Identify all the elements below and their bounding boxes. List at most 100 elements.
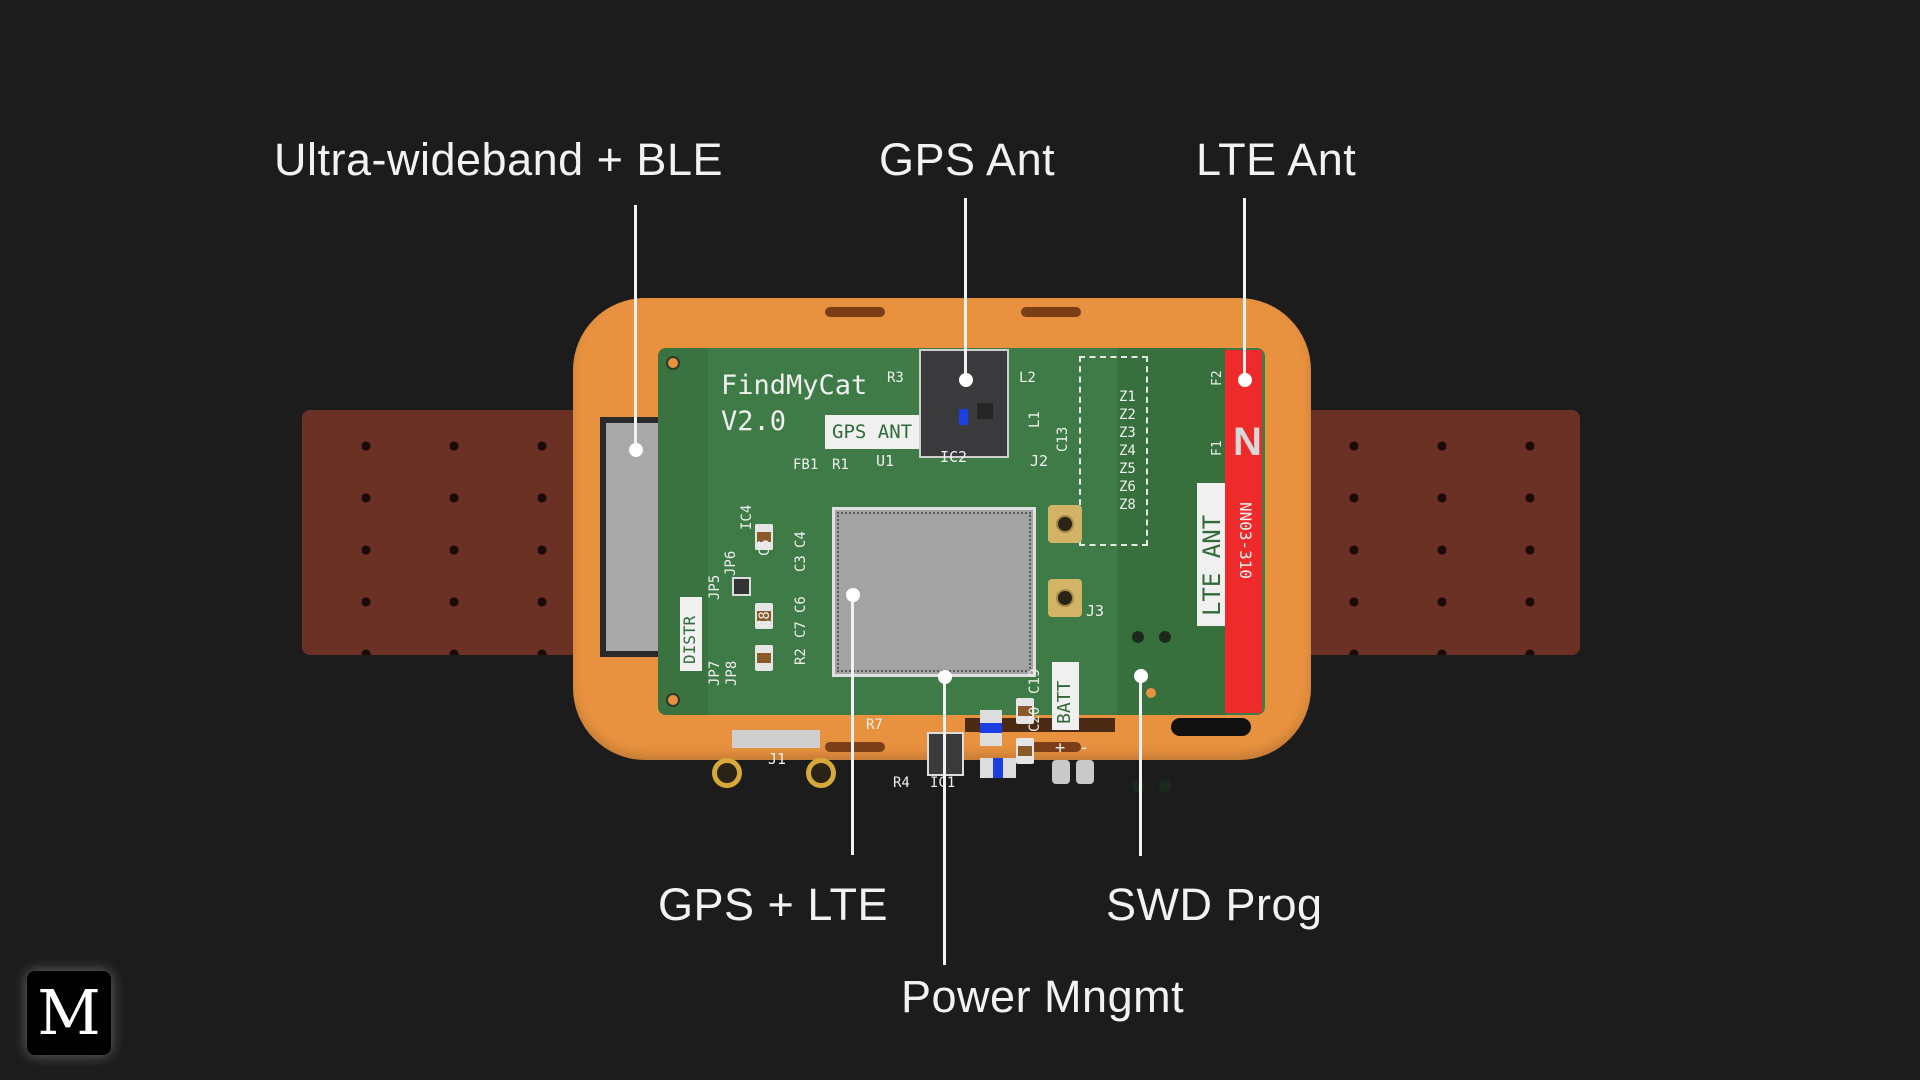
capacitor	[755, 603, 773, 629]
callout-lte-ant: LTE Ant	[1196, 134, 1357, 185]
case-slot	[825, 742, 885, 752]
ref-c20: C20	[1027, 706, 1043, 732]
ic4-chip	[732, 577, 751, 596]
ref-z3: Z3	[1119, 425, 1136, 441]
gps-ant-label-box	[825, 415, 919, 449]
callout-dot-lte-ant	[1238, 373, 1252, 387]
ref-f1: F1	[1210, 440, 1225, 456]
ref-c7: C7	[793, 621, 809, 638]
case-button-slot	[1171, 718, 1251, 736]
swd-pad	[1132, 631, 1144, 643]
ref-c3: C3	[793, 555, 809, 572]
j1-connector-pads	[732, 730, 820, 748]
ref-fb1: FB1	[793, 457, 819, 473]
distr-label: DISTR	[680, 615, 699, 664]
callout-dot-power	[938, 670, 952, 684]
ref-c5: C5	[757, 539, 773, 556]
case-slot	[1021, 307, 1081, 317]
callout-swd-prog: SWD Prog	[1106, 879, 1323, 930]
callout-line-power	[943, 677, 946, 965]
batt-pad-minus	[1076, 760, 1094, 784]
ref-z6: Z6	[1119, 479, 1136, 495]
callout-dot-gps-lte	[846, 588, 860, 602]
j1-mount-hole	[806, 758, 836, 788]
ref-z8: Z8	[1119, 497, 1136, 513]
callout-power-mngmt: Power Mngmt	[901, 971, 1185, 1022]
callout-gps-lte: GPS + LTE	[658, 879, 889, 930]
callout-line-gps-lte	[851, 595, 854, 855]
brand-logo-letter: M	[37, 976, 101, 1049]
callout-dot-gps-ant	[959, 373, 973, 387]
callout-dot-swd	[1134, 669, 1148, 683]
board-version: V2.0	[721, 406, 787, 437]
strap-right	[1290, 410, 1580, 655]
batt-label: BATT	[1054, 680, 1075, 724]
ref-z5: Z5	[1119, 461, 1136, 477]
callout-line-gps-ant	[964, 198, 967, 380]
callout-line-lte-ant	[1243, 198, 1246, 380]
batt-minus: -	[1079, 738, 1090, 758]
gps-ant-label: GPS ANT	[832, 421, 913, 443]
ref-z1: Z1	[1119, 389, 1136, 405]
inductor	[980, 710, 1002, 746]
capacitor	[1016, 738, 1034, 764]
brand-logo: M	[27, 971, 111, 1055]
ref-jp5: JP5	[707, 574, 723, 600]
antenna-brand-mark: N	[1233, 420, 1262, 464]
distr-label-box	[680, 597, 702, 671]
callout-dot-uwb	[629, 443, 643, 457]
ref-r3: R3	[887, 370, 904, 386]
case-slot	[1021, 742, 1081, 752]
gps-saw-filter	[977, 403, 993, 419]
ref-ic2: IC2	[940, 448, 968, 466]
ref-c19: C19	[1027, 668, 1043, 694]
uwb-module-shield	[606, 423, 658, 651]
j1-mount-hole	[712, 758, 742, 788]
strap-left	[302, 410, 592, 655]
lte-ant-label-box	[1197, 483, 1225, 626]
lte-antenna-chip: N NN03-310	[1225, 350, 1262, 713]
ref-ic1: IC1	[930, 776, 955, 790]
callout-line-uwb	[634, 205, 637, 450]
ref-r2: R2	[793, 648, 809, 665]
swd-test-point	[1146, 688, 1156, 698]
ref-z4: Z4	[1119, 443, 1136, 459]
callout-gps-ant: GPS Ant	[879, 134, 1056, 185]
batt-plus: +	[1055, 738, 1066, 758]
capacitor	[755, 524, 773, 550]
ref-r4: R4	[893, 775, 910, 791]
ref-j2: J2	[1030, 452, 1049, 470]
ref-f2: F2	[1210, 370, 1225, 386]
j3-connector	[1048, 579, 1082, 617]
callout-uwb-ble: Ultra-wideband + BLE	[274, 134, 723, 185]
batt-label-box	[1052, 662, 1079, 730]
pcb: FindMyCat V2.0 GPS ANT DISTR BATT + - LT…	[658, 348, 1265, 792]
ref-j1: J1	[768, 750, 787, 768]
ref-r1: R1	[832, 457, 849, 473]
swd-pad	[1132, 780, 1144, 792]
ref-l1: L1	[1027, 411, 1043, 428]
ref-jp7: JP7	[707, 660, 723, 686]
u1-gps-lte-module	[832, 507, 1036, 677]
ref-j3: J3	[1086, 602, 1105, 620]
mount-hole	[666, 693, 680, 707]
ref-c6: C6	[793, 596, 809, 613]
board-title: FindMyCat	[721, 370, 868, 401]
ref-jp6: JP6	[723, 550, 739, 576]
ref-l2: L2	[1019, 370, 1036, 386]
ref-u1: U1	[876, 452, 895, 470]
swd-pad	[1159, 631, 1171, 643]
callout-line-swd	[1139, 676, 1142, 856]
mount-hole	[666, 356, 680, 370]
ref-jp8: JP8	[724, 660, 740, 686]
ref-r7: R7	[866, 717, 883, 733]
dashed-keepout	[1079, 356, 1148, 546]
ref-ic4: IC4	[739, 504, 755, 530]
ref-z2: Z2	[1119, 407, 1136, 423]
ref-c4: C4	[793, 531, 809, 548]
swd-pad	[1159, 780, 1171, 792]
j2-connector	[1048, 505, 1082, 543]
ref-c13: C13	[1055, 426, 1071, 452]
capacitor	[1016, 698, 1034, 724]
ref-c8: C8	[757, 611, 773, 628]
